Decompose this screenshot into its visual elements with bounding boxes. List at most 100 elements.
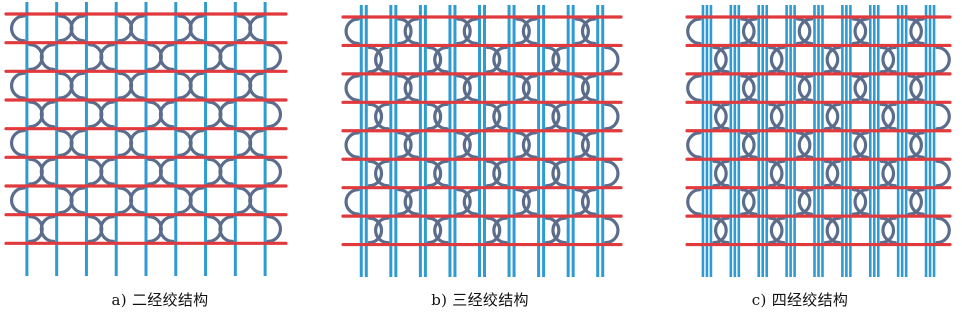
leno-loop — [796, 74, 812, 102]
leno-loop — [825, 159, 841, 188]
leno-loop — [741, 17, 758, 46]
weft-threads — [4, 12, 288, 245]
leno-loop — [248, 14, 264, 43]
leno-loop — [768, 102, 784, 131]
leno-loop — [823, 45, 840, 74]
leno-loop — [266, 215, 282, 243]
leno-loop — [712, 216, 728, 245]
leno-loop — [367, 45, 384, 74]
leno-loop — [741, 188, 758, 216]
leno-loop — [515, 188, 531, 216]
leno-loop — [853, 74, 869, 102]
leno-loop — [69, 71, 86, 100]
leno-loop — [907, 17, 923, 46]
leno-loop — [344, 188, 360, 216]
leno-loop — [374, 159, 390, 188]
leno-loop — [462, 17, 479, 46]
leno-loop — [266, 157, 283, 186]
leno-loop — [462, 131, 479, 159]
crossing-loops — [686, 17, 951, 245]
leno-loop — [545, 216, 561, 245]
leno-loop — [907, 131, 923, 159]
leno-loop — [545, 45, 561, 74]
leno-loop — [248, 71, 264, 100]
leno-loop — [686, 17, 702, 46]
leno-loop — [10, 129, 26, 157]
leno-loop — [248, 129, 264, 157]
leno-loop — [99, 100, 115, 129]
crossing-loops — [9, 14, 283, 243]
leno-loop — [686, 131, 702, 159]
weft-threads — [685, 15, 952, 247]
leno-loop — [39, 157, 56, 186]
leno-loop — [397, 188, 413, 216]
leno-loop — [69, 129, 86, 157]
two-end-leno-diagram — [4, 2, 288, 276]
leno-loop — [545, 102, 561, 131]
leno-loop — [158, 43, 175, 71]
leno-loop — [714, 45, 730, 74]
leno-loop — [909, 131, 925, 159]
leno-loop — [426, 45, 443, 74]
panel-three-end-leno: b) 三经绞结构 — [320, 0, 640, 324]
leno-loop — [823, 159, 840, 188]
four-end-leno-diagram — [685, 5, 952, 277]
leno-loop — [881, 102, 897, 131]
leno-loop — [580, 188, 597, 216]
leno-loop — [574, 74, 590, 102]
leno-loop — [879, 102, 896, 131]
leno-loop — [158, 157, 175, 186]
leno-loop — [129, 71, 145, 100]
leno-loop — [851, 74, 868, 102]
leno-loop — [714, 159, 730, 188]
leno-loop — [580, 74, 597, 102]
leno-loop — [492, 45, 508, 74]
leno-loop — [426, 102, 443, 131]
leno-loop — [266, 43, 283, 71]
leno-loop — [367, 159, 384, 188]
leno-loop — [909, 74, 925, 102]
weft-threads — [341, 15, 623, 247]
caption-a: a) 二经绞结构 — [111, 291, 209, 309]
leno-loop — [426, 216, 443, 245]
leno-loop — [456, 188, 472, 216]
leno-loop — [909, 17, 925, 46]
leno-loop — [515, 74, 531, 102]
leno-loop — [769, 159, 786, 188]
leno-loop — [521, 131, 538, 159]
leno-loop — [433, 102, 449, 131]
leno-loop — [433, 216, 449, 245]
leno-loop — [397, 131, 413, 159]
leno-loop — [188, 71, 205, 100]
leno-loop — [851, 17, 868, 46]
leno-loop — [456, 74, 472, 102]
leno-loop — [740, 131, 756, 159]
leno-loop — [768, 159, 784, 188]
leno-loop — [403, 131, 419, 159]
leno-loop — [741, 74, 758, 102]
leno-loop — [69, 14, 86, 43]
leno-loop — [188, 14, 205, 43]
leno-loop — [521, 74, 538, 102]
leno-loop — [521, 188, 538, 216]
leno-loop — [851, 188, 868, 216]
leno-loop — [374, 102, 390, 131]
leno-loop — [492, 216, 508, 245]
leno-loop — [485, 159, 502, 188]
leno-loop — [740, 74, 756, 102]
leno-loop — [456, 131, 472, 159]
leno-loop — [574, 131, 590, 159]
warp-threads — [359, 5, 605, 277]
warp-threads — [25, 2, 267, 276]
leno-loop — [796, 131, 812, 159]
leno-loop — [768, 216, 784, 245]
leno-loop — [879, 159, 896, 188]
leno-loop — [686, 74, 702, 102]
leno-loop — [551, 45, 567, 74]
leno-loop — [485, 45, 502, 74]
leno-loop — [712, 102, 728, 131]
leno-loop — [403, 188, 419, 216]
leno-loop — [492, 159, 508, 188]
leno-loop — [604, 45, 620, 74]
leno-loop — [712, 159, 728, 188]
